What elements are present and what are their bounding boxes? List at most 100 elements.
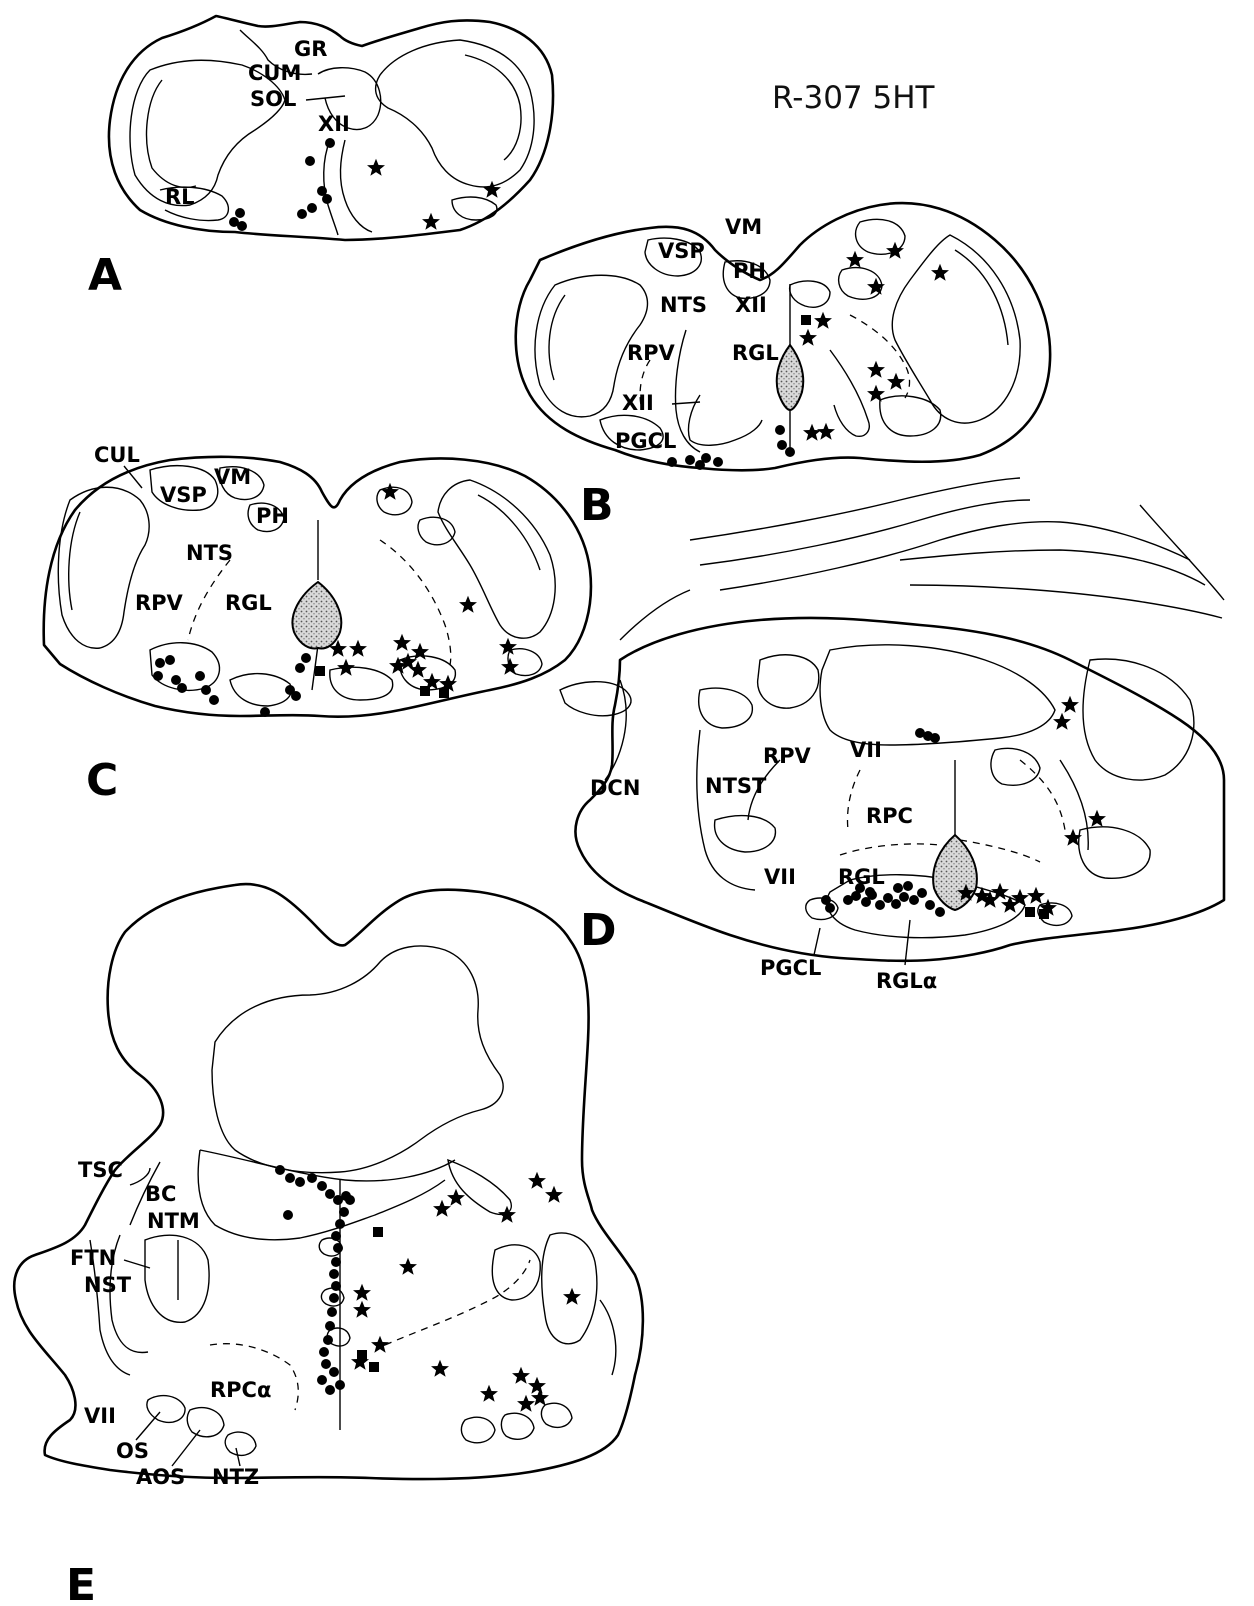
dot-icon [883,893,893,903]
star-icon [459,596,477,613]
dot-icon [325,1385,335,1395]
dot-icon [333,1243,343,1253]
star-icon [393,634,411,651]
star-icon [803,424,821,441]
panel-b-label-nts: NTS [660,293,707,317]
dot-icon [329,1367,339,1377]
star-icon [545,1186,563,1203]
square-icon [420,686,430,696]
square-icon [357,1350,367,1360]
panel-c-label-rgl: RGL [225,591,272,615]
dot-icon [713,457,723,467]
dot-icon [685,455,695,465]
dot-icon [331,1257,341,1267]
dot-icon [325,1189,335,1199]
dot-icon [195,671,205,681]
star-icon [498,1206,516,1223]
star-icon [431,1360,449,1377]
dot-icon [325,1321,335,1331]
star-icon [563,1288,581,1305]
dot-icon [909,895,919,905]
panel-e-label-os: OS [116,1439,149,1463]
dot-icon [317,186,327,196]
panel-d-label-rpc: RPC [866,804,913,828]
panel-b-label-rpv: RPV [627,341,676,365]
panel-a-label-gr: GR [294,37,327,61]
star-icon [799,329,817,346]
dot-icon [329,1293,339,1303]
star-icon [887,373,905,390]
dot-icon [777,440,787,450]
dot-icon [667,457,677,467]
panel-a-label-sol: SOL [250,87,296,111]
star-icon [353,1284,371,1301]
star-icon [1053,713,1071,730]
panel-a-letter: A [88,250,122,301]
dot-icon [307,203,317,213]
panel-d-letter: D [580,905,617,956]
panel-d-label-pgcl: PGCL [760,956,821,980]
panel-e-label-ntz: NTZ [212,1465,259,1489]
star-icon [371,1336,389,1353]
dot-icon [930,733,940,743]
dot-icon [260,707,270,717]
square-icon [1025,907,1035,917]
star-icon [367,159,385,176]
star-icon [447,1189,465,1206]
panel-b-label-ph: PH [733,259,766,283]
dot-icon [285,1173,295,1183]
panel-e-label-ftn: FTN [70,1246,116,1270]
dot-icon [875,900,885,910]
dot-icon [935,907,945,917]
dot-icon [785,447,795,457]
dot-icon [893,883,903,893]
dot-icon [899,892,909,902]
panel-d-label-vii-lower: VII [764,865,796,889]
star-icon [433,1200,451,1217]
dot-icon [917,888,927,898]
panel-c-label-vsp: VSP [160,483,207,507]
dot-icon [171,675,181,685]
dot-icon [925,900,935,910]
panel-a-label-cum: CUM [248,61,301,85]
star-icon [381,483,399,500]
panel-c-label-rpv: RPV [135,591,184,615]
panel-e-label-tsc: TSC [78,1158,123,1182]
panel-e-label-aos: AOS [136,1465,185,1489]
star-icon [528,1172,546,1189]
dot-icon [305,156,315,166]
star-icon [846,251,864,268]
star-icon [411,643,429,660]
star-icon [422,213,440,230]
dot-icon [825,903,835,913]
panel-d-section [560,478,1224,961]
square-icon [373,1227,383,1237]
panel-e-label-rpc-alpha: RPCα [210,1378,271,1402]
square-icon [439,688,449,698]
panel-c-label-nts: NTS [186,541,233,565]
dot-icon [317,1181,327,1191]
dot-icon [307,1173,317,1183]
panel-b-label-pgcl: PGCL [615,429,676,453]
panel-c-letter: C [86,755,118,806]
dot-icon [155,658,165,668]
panel-e-label-nst: NST [84,1273,132,1297]
star-icon [814,312,832,329]
dot-icon [331,1231,341,1241]
dot-icon [153,671,163,681]
star-icon [867,278,885,295]
panel-c-section [44,457,591,717]
star-icon [501,658,519,675]
panel-b-label-vsp: VSP [658,239,705,263]
panel-c-stippled-region [292,582,341,648]
panel-d-label-rgl-alpha: RGLα [876,969,937,993]
dot-icon [331,1281,341,1291]
dot-icon [701,453,711,463]
panel-b-label-xii: XII [735,293,767,317]
dot-icon [891,899,901,909]
star-icon [1088,810,1106,827]
neuron-markers [153,138,1106,1412]
panel-b-label-vm: VM [725,215,762,239]
dot-icon [321,1359,331,1369]
star-icon [867,361,885,378]
